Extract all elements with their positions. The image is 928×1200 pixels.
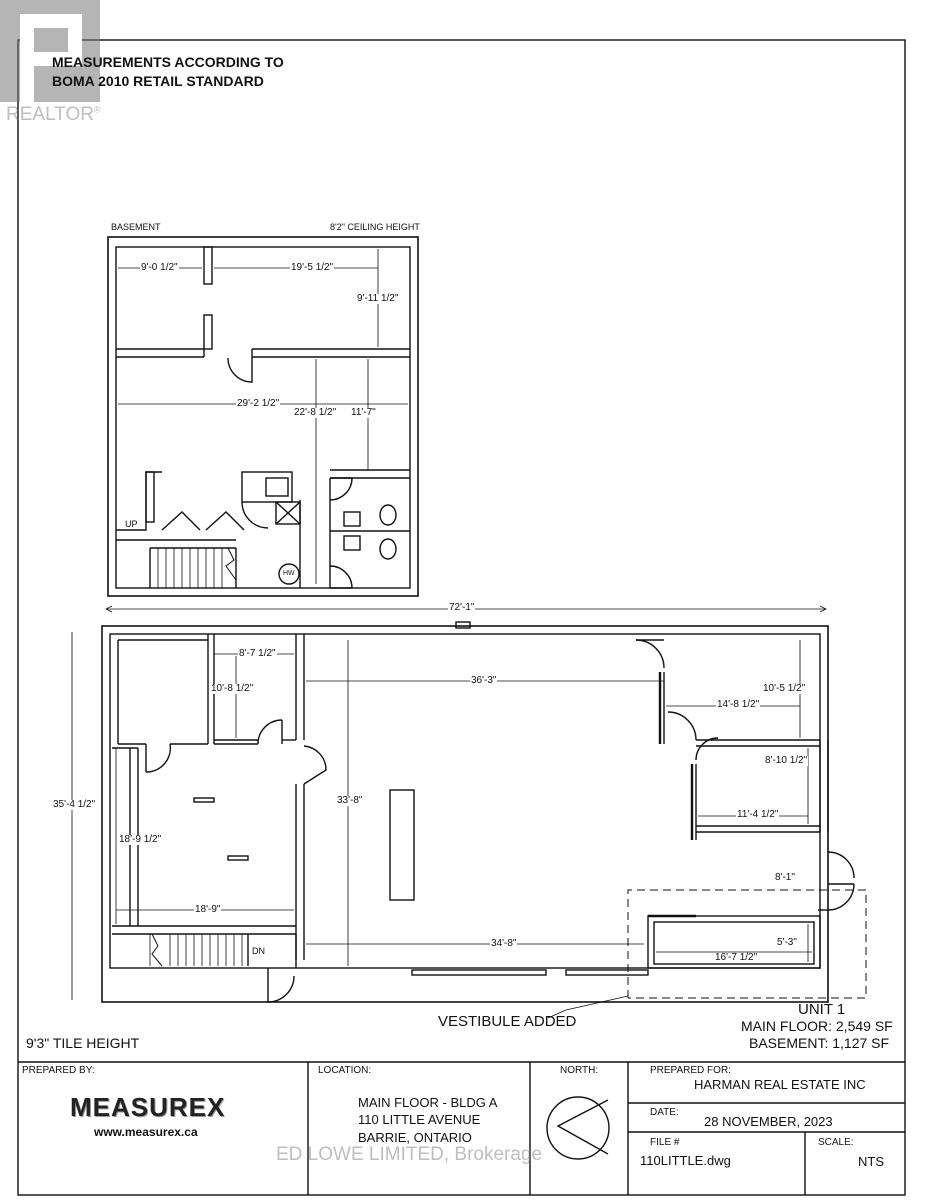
basement-plan: [107, 236, 419, 597]
prepared-for-label: PREPARED FOR:: [650, 1065, 731, 1076]
file-label: FILE #: [650, 1137, 680, 1148]
file-value: 110LITTLE.dwg: [640, 1153, 731, 1168]
registered-mark: ®: [94, 104, 101, 115]
realtor-text: REALTOR: [6, 104, 94, 125]
date-value: 28 NOVEMBER, 2023: [704, 1114, 833, 1129]
realtor-logo: [0, 0, 102, 128]
basement-dim-4: 29'-2 1/2": [236, 398, 281, 409]
main-dim-5: 14'-8 1/2": [716, 699, 761, 710]
header-line-1: MEASUREMENTS ACCORDING TO: [52, 54, 284, 70]
main-dim-10: 8'-1": [774, 872, 796, 883]
main-dn-label: DN: [252, 946, 265, 956]
vestibule-note: VESTIBULE ADDED: [438, 1013, 577, 1030]
prepared-by-label: PREPARED BY:: [22, 1065, 95, 1076]
basement-ceiling-height: 8'2" CEILING HEIGHT: [330, 222, 420, 232]
measurex-website: www.measurex.ca: [94, 1125, 198, 1139]
main-dim-13: 16'-7 1/2": [714, 952, 759, 963]
main-dim-12: 34'-8": [490, 938, 518, 949]
prepared-for-value: HARMAN REAL ESTATE INC: [694, 1077, 866, 1092]
location-label: LOCATION:: [318, 1065, 372, 1076]
basement-dim-6: 11'-7": [350, 407, 377, 418]
tile-height-note: 9'3" TILE HEIGHT: [26, 1035, 140, 1051]
header-line-2: BOMA 2010 RETAIL STANDARD: [52, 73, 264, 89]
overall-depth-dim: 35'-4 1/2": [52, 799, 97, 810]
basement-up-label: UP: [125, 519, 138, 529]
basement-title: BASEMENT: [111, 222, 161, 232]
main-dim-4: 10'-5 1/2": [762, 683, 807, 694]
date-label: DATE:: [650, 1107, 679, 1118]
basement-dim-2: 19'-5 1/2": [290, 262, 335, 273]
main-dim-9: 18'-9 1/2": [118, 834, 163, 845]
water-heater-label: HW: [283, 570, 295, 577]
realtor-wordmark: REALTOR®: [6, 104, 101, 126]
measurex-wordmark: MEASUREX: [70, 1092, 226, 1122]
location-line-2: 110 LITTLE AVENUE: [358, 1112, 481, 1127]
main-dim-7: 8'-10 1/2": [764, 755, 809, 766]
overall-width-dim: 72'-1": [448, 602, 476, 613]
measurex-logo: MEASUREX: [70, 1094, 225, 1120]
main-dim-3: 36'-3": [470, 675, 498, 686]
scale-label: SCALE:: [818, 1137, 854, 1148]
basement-dim-1: 9'-0 1/2": [140, 262, 179, 273]
basement-dim-3: 9'-11 1/2": [356, 293, 400, 304]
basement-dim-5: 22'-8 1/2": [293, 407, 338, 418]
unit-main-floor-area: MAIN FLOOR: 2,549 SF: [741, 1018, 893, 1034]
brokerage-watermark: ED LOWE LIMITED, Brokerage: [276, 1144, 543, 1165]
scale-value: NTS: [858, 1154, 884, 1169]
sheet-border: [17, 39, 906, 1196]
unit-basement-area: BASEMENT: 1,127 SF: [749, 1035, 890, 1051]
location-line-3: BARRIE, ONTARIO: [358, 1130, 472, 1145]
location-line-1: MAIN FLOOR - BLDG A: [358, 1095, 498, 1110]
north-label: NORTH:: [560, 1065, 599, 1076]
main-dim-11: 18'-9": [194, 904, 222, 915]
unit-name: UNIT 1: [798, 1001, 846, 1018]
main-dim-2: 10'-8 1/2": [210, 683, 255, 694]
main-dim-14: 5'-3": [776, 937, 798, 948]
main-dim-8: 11'-4 1/2": [736, 809, 780, 820]
main-dim-6: 33'-8": [336, 795, 364, 806]
north-arrow-icon: [546, 1096, 610, 1160]
main-dim-1: 8'-7 1/2": [238, 648, 277, 659]
